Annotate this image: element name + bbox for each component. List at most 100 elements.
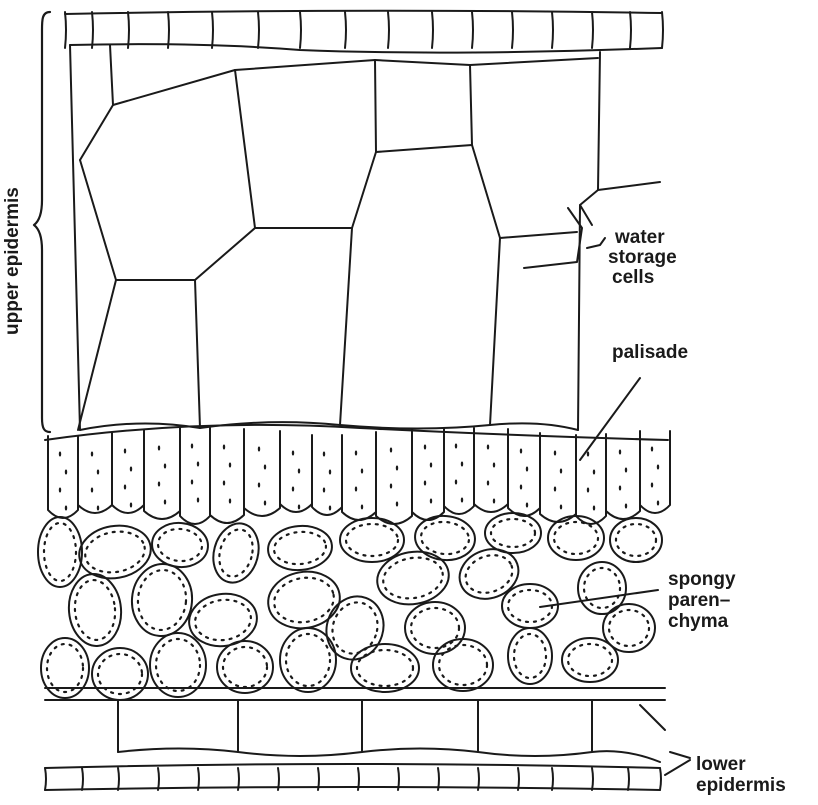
spongy-cell xyxy=(280,628,336,692)
spongy-cell xyxy=(264,566,345,634)
upper-epidermis-cell-wall xyxy=(512,12,513,48)
palisade-chloroplast xyxy=(65,506,67,511)
lower-epidermis-cell-wall xyxy=(660,768,661,790)
upper-epidermis-cell-wall xyxy=(92,12,93,48)
spongy-cell xyxy=(217,641,273,693)
palisade-chloroplast xyxy=(487,445,489,450)
lower-epidermis-cell-wall xyxy=(318,768,319,790)
palisade-chloroplast xyxy=(619,486,621,491)
spongy-cell xyxy=(207,518,265,587)
lower-epidermis-cell-wall xyxy=(278,768,279,790)
palisade-chloroplast xyxy=(355,487,357,492)
spongy-cell xyxy=(38,517,82,587)
palisade-chloroplast xyxy=(197,462,199,467)
palisade-chloroplast xyxy=(657,465,659,470)
palisade-chloroplast xyxy=(554,487,556,492)
palisade-chloroplast xyxy=(130,467,132,472)
palisade-chloroplast xyxy=(560,505,562,510)
palisade-cell xyxy=(210,429,244,523)
palisade-cell xyxy=(312,436,342,515)
spongy-cell xyxy=(92,648,148,700)
palisade-chloroplast xyxy=(329,506,331,511)
palisade-chloroplast xyxy=(493,463,495,468)
palisade-cell xyxy=(640,431,670,513)
palisade-cell xyxy=(48,436,78,518)
palisade-chloroplast xyxy=(65,470,67,475)
spongy-cell xyxy=(433,639,493,691)
spongy-label-line2: paren– xyxy=(668,591,730,611)
upper-epidermis-cell-wall xyxy=(212,12,213,48)
lower-epidermis-cell-wall xyxy=(518,768,519,790)
palisade-chloroplast xyxy=(361,469,363,474)
palisade-chloroplast xyxy=(526,503,528,508)
spongy-cell xyxy=(562,638,618,682)
lower-epidermis-cell-wall xyxy=(158,768,159,790)
palisade-chloroplast xyxy=(651,447,653,452)
palisade-chloroplast xyxy=(493,499,495,504)
upper-epidermis-cell-wall xyxy=(662,12,663,48)
upper-epidermis-label: upper epidermis xyxy=(2,187,24,335)
spongy-cell xyxy=(610,518,662,562)
lower-epidermis-cell-wall xyxy=(238,768,239,790)
palisade-chloroplast xyxy=(298,469,300,474)
palisade-chloroplast xyxy=(526,467,528,472)
upper-epidermis-cell-wall xyxy=(630,12,631,48)
palisade-chloroplast xyxy=(124,485,126,490)
upper-epidermis-cell-wall xyxy=(388,12,389,48)
upper-epidermis-cells xyxy=(65,11,663,53)
palisade-chloroplast xyxy=(657,501,659,506)
lower-epidermis-cell-wall xyxy=(628,768,629,790)
upper-epidermis-cell-wall xyxy=(472,12,473,48)
upper-epidermis-cell-wall xyxy=(552,12,553,48)
lower-epidermis-cells xyxy=(45,700,661,790)
upper-epidermis-cell-wall xyxy=(258,12,259,48)
palisade-chloroplast xyxy=(390,484,392,489)
palisade-chloroplast xyxy=(587,452,589,457)
palisade-cell xyxy=(444,428,474,514)
palisade-chloroplast xyxy=(455,444,457,449)
palisade-cell xyxy=(540,435,576,522)
water-storage-label-line2: storage xyxy=(608,248,677,268)
lower-epidermis-label-line1: lower xyxy=(696,755,746,775)
palisade-cell xyxy=(244,431,280,516)
palisade-chloroplast xyxy=(390,448,392,453)
palisade-chloroplast xyxy=(223,445,225,450)
palisade-chloroplast xyxy=(292,487,294,492)
palisade-chloroplast xyxy=(97,506,99,511)
palisade-chloroplast xyxy=(424,481,426,486)
palisade-chloroplast xyxy=(396,502,398,507)
palisade-cell xyxy=(78,436,112,513)
palisade-chloroplast xyxy=(396,466,398,471)
palisade-label: palisade xyxy=(612,343,688,363)
palisade-chloroplast xyxy=(520,485,522,490)
upper-epidermis-cell-wall xyxy=(432,12,433,48)
spongy-label-line1: spongy xyxy=(668,570,736,590)
palisade-chloroplast xyxy=(229,463,231,468)
spongy-cell xyxy=(413,513,477,562)
palisade-chloroplast xyxy=(124,449,126,454)
spongy-cell xyxy=(351,644,419,692)
spongy-cell xyxy=(129,562,195,639)
palisade-chloroplast xyxy=(520,449,522,454)
lower-epidermis-cell-wall xyxy=(552,768,553,790)
palisade-cell xyxy=(180,428,210,524)
upper-epidermis-cell-wall xyxy=(592,12,593,48)
lower-epidermis-cell-wall xyxy=(398,768,399,790)
pointer-lines xyxy=(540,205,690,775)
palisade-chloroplast xyxy=(487,481,489,486)
spongy-cell xyxy=(453,541,526,607)
palisade-cell xyxy=(280,435,312,512)
palisade-chloroplast xyxy=(292,451,294,456)
water-storage-label-line3: cells xyxy=(612,268,654,288)
spongy-cell xyxy=(548,516,604,560)
spongy-cell xyxy=(266,523,334,572)
lower-epidermis-cell-wall xyxy=(198,768,199,790)
lower-epidermis-cell-wall xyxy=(358,768,359,790)
palisade-cell xyxy=(412,429,444,520)
palisade-chloroplast xyxy=(619,450,621,455)
upper-epidermis-cell-wall xyxy=(128,12,129,48)
palisade-chloroplast xyxy=(625,468,627,473)
palisade-chloroplast xyxy=(223,481,225,486)
palisade-chloroplast xyxy=(593,506,595,511)
lower-epidermis-cell-wall xyxy=(438,768,439,790)
